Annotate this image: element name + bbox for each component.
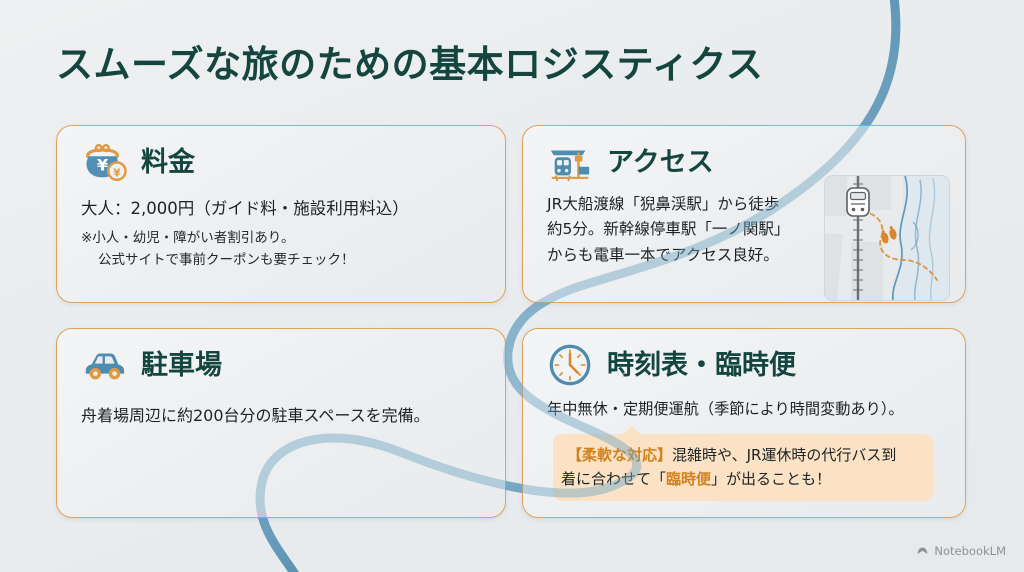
train-station-icon [550, 150, 590, 182]
card-access-title: アクセス [607, 146, 714, 178]
svg-text:¥: ¥ [97, 156, 109, 175]
map-train-icon [846, 187, 870, 217]
fee-note-line-2: 公式サイトで事前クーポンも要チェック！ [98, 251, 355, 268]
fee-note-line-1: ※小人・幼児・障がい者割引あり。 [81, 229, 295, 246]
page-title: スムーズな旅のための基本ロジスティクス [56, 43, 764, 86]
card-parking-header: 駐車場 [57, 329, 505, 385]
notebooklm-logo-icon [918, 546, 928, 554]
card-schedule-title: 時刻表・臨時便 [607, 349, 796, 381]
access-map-illustration [825, 176, 949, 300]
card-access-body: JR大船渡線「猊鼻渓駅」から徒歩 約5分。新幹線停車駅「一ノ関駅」 からも電車一… [523, 176, 965, 300]
card-parking-body: 舟着場周辺に約200台分の駐車スペースを完備。 [57, 385, 505, 429]
card-parking-title: 駐車場 [141, 349, 222, 381]
svg-text:¥: ¥ [113, 167, 121, 179]
card-schedule-header: 時刻表・臨時便 [523, 329, 965, 386]
fee-price-line: 大人：2,000円（ガイド料・施設利用料込） [81, 199, 409, 218]
access-line-2: 約5分。新幹線停車駅「一ノ関駅」 [547, 220, 790, 239]
callout-line-2: 着に合わせて「臨時便」が出ることも！ [561, 467, 921, 491]
notebooklm-watermark: NotebookLM [916, 544, 1006, 558]
callout-highlight-2: 臨時便 [666, 469, 712, 488]
card-access[interactable]: アクセス JR大船渡線「猊鼻渓駅」から徒歩 約5分。新幹線停車駅「一ノ関駅」 か… [522, 125, 966, 303]
access-line-3: からも電車一本でアクセス良好。 [547, 245, 779, 264]
access-text-block: JR大船渡線「猊鼻渓駅」から徒歩 約5分。新幹線停車駅「一ノ関駅」 からも電車一… [547, 192, 817, 268]
clock-icon [549, 344, 591, 386]
card-fee-title: 料金 [141, 146, 195, 178]
card-schedule[interactable]: 時刻表・臨時便 年中無休・定期便運航（季節により時間変動あり）。 【柔軟な対応】… [522, 328, 966, 518]
callout-text-2b: 」が出ることも！ [711, 469, 832, 488]
callout-text-1: 混雑時や、JR運休時の代行バス到 [672, 445, 897, 464]
parking-body-line: 舟着場周辺に約200台分の駐車スペースを完備。 [81, 406, 430, 425]
callout-line-1: 【柔軟な対応】混雑時や、JR運休時の代行バス到 [567, 443, 921, 467]
callout-text-2a: 着に合わせて「 [561, 469, 667, 488]
card-parking[interactable]: 駐車場 舟着場周辺に約200台分の駐車スペースを完備。 [56, 328, 506, 518]
card-fee-body: 大人：2,000円（ガイド料・施設利用料込） ※小人・幼児・障がい者割引あり。 … [57, 182, 505, 271]
coin-purse-icon: ¥ ¥ [86, 143, 127, 181]
card-fee[interactable]: ¥ ¥ 料金 大人：2,000円（ガイド料・施設利用料込） ※小人・幼児・障がい… [56, 125, 506, 303]
car-icon [85, 353, 125, 380]
card-access-header: アクセス [523, 126, 965, 182]
schedule-body-line: 年中無休・定期便運航（季節により時間変動あり）。 [547, 400, 904, 418]
notebooklm-watermark-label: NotebookLM [934, 544, 1006, 558]
card-schedule-body: 年中無休・定期便運航（季節により時間変動あり）。 【柔軟な対応】混雑時や、JR運… [523, 385, 965, 501]
access-line-1: JR大船渡線「猊鼻渓駅」から徒歩 [547, 195, 780, 213]
schedule-callout: 【柔軟な対応】混雑時や、JR運休時の代行バス到 着に合わせて「臨時便」が出ること… [553, 425, 933, 501]
card-fee-header: ¥ ¥ 料金 [57, 126, 505, 182]
callout-highlight-1: 【柔軟な対応】 [567, 445, 673, 464]
